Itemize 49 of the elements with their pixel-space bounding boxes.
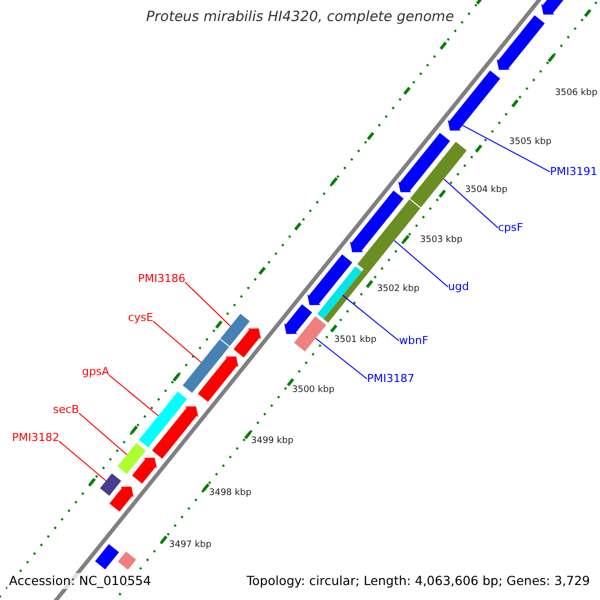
scale-label: 3497 kbp (169, 540, 212, 550)
leader-line (462, 124, 550, 172)
gene-label: PMI3187 (367, 373, 414, 386)
gene-bar (95, 544, 119, 570)
scale-label: 3502 kbp (377, 284, 420, 294)
gene-block (234, 328, 261, 358)
scale-label: 3505 kbp (509, 137, 552, 148)
gene-label: PMI3191 (550, 166, 598, 179)
gene-label: cpsF (498, 222, 524, 235)
leader-line (342, 294, 400, 342)
gene-label: wbnF (399, 335, 428, 348)
scale-label: 3499 kbp (251, 436, 294, 446)
gene-block (398, 132, 450, 192)
gene-label: PMI3186 (138, 273, 186, 286)
leader-line (443, 178, 498, 228)
scale-label: 3501 kbp (334, 335, 376, 346)
gene-block (152, 406, 198, 459)
scale-label: 3498 kbp (209, 488, 252, 498)
gene-block (448, 70, 500, 131)
gene-label: PMI3182 (12, 432, 60, 445)
gene-bar (100, 473, 122, 496)
gene-block (307, 254, 352, 306)
gene-bar (118, 443, 146, 474)
leader-line (78, 412, 128, 456)
leader-line (58, 440, 106, 482)
gene-block (109, 486, 134, 512)
accession-text: Accession: NC_010554 (7, 573, 154, 590)
gene-label: gpsA (82, 366, 110, 379)
gene-bar (317, 266, 362, 319)
gene-block (132, 458, 157, 484)
gene-bar (324, 199, 420, 323)
scale-label: 3504 kbp (465, 185, 508, 196)
gene-block (284, 304, 312, 334)
scale-label: 3506 kbp (555, 88, 598, 98)
gene-label: secB (53, 404, 80, 417)
genome-stats-text: Topology: circular; Length: 4,063,606 bp; Genes: 3,729 (244, 573, 592, 590)
leader-line (152, 320, 202, 363)
scale-label: 3500 kbp (292, 385, 334, 396)
leader-line (108, 374, 159, 416)
leader-line (184, 282, 231, 327)
gene-label: cysE (128, 312, 154, 325)
gene-block (350, 190, 404, 252)
gene-block (198, 356, 238, 402)
title: Proteus mirabilis HI4320, complete genome (145, 9, 455, 26)
leader-line (394, 240, 448, 288)
scale-label: 3503 kbp (420, 235, 462, 246)
gene-label: ugd (448, 281, 469, 294)
leader-line (315, 338, 368, 380)
gene-block (496, 15, 545, 70)
